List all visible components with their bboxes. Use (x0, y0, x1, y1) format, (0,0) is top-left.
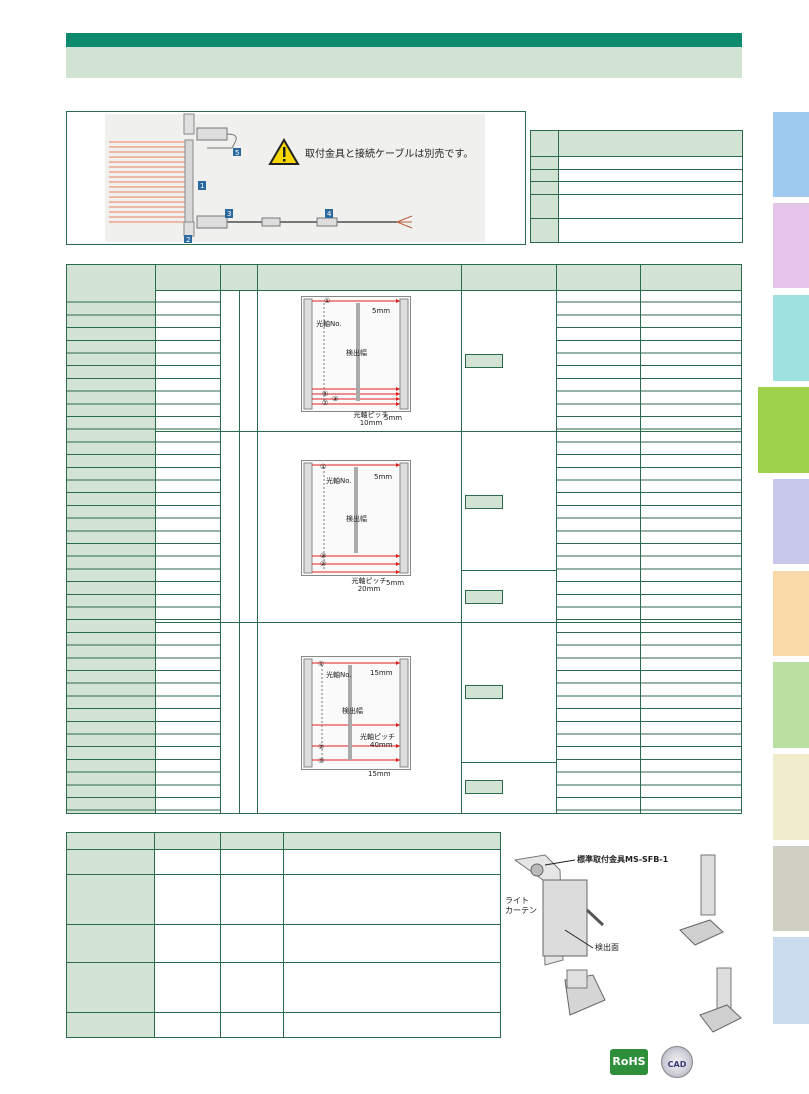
marker-2: ② (320, 560, 326, 568)
side-tab-2[interactable] (773, 203, 809, 288)
beam-diagram-20mm: ① ③ ② 光軸No. 検出幅 5mm (301, 460, 411, 576)
rohs-text: RoHS (612, 1055, 646, 1068)
group-badge-4 (465, 685, 503, 699)
bracket-illustration: 標準取付金具MS-SFB-1 ライト カーテン 検出面 (505, 850, 745, 1040)
top-gap-label: 15mm (370, 669, 393, 677)
accessory-table (66, 832, 501, 1038)
bottom-gap-label: 5mm (386, 579, 405, 587)
bracket-label: 標準取付金具MS-SFB-1 (577, 855, 669, 864)
beam-no-label: 光軸No. (326, 670, 352, 679)
side-tab-1[interactable] (773, 112, 809, 197)
light-curtain-line-2: カーテン (505, 906, 537, 915)
marker-1: ① (320, 463, 326, 471)
marker-2: ② (322, 399, 328, 407)
title-bar (66, 33, 742, 47)
rohs-logo: RoHS (610, 1049, 648, 1075)
side-tab-7[interactable] (773, 662, 809, 748)
side-tab-5[interactable] (773, 479, 809, 564)
callout-5 (233, 148, 241, 156)
marker-1: ① (318, 660, 324, 668)
group-badge-1 (465, 354, 503, 368)
marker-1: ① (324, 297, 330, 305)
callout-4 (325, 209, 333, 218)
detect-width-label: 検出幅 (346, 348, 367, 357)
side-tab-10[interactable] (773, 937, 809, 1024)
callout-3 (225, 209, 233, 218)
marker-2: ② (318, 743, 324, 751)
model-table (66, 264, 742, 814)
marker-4: ④ (322, 390, 328, 398)
callout-2 (184, 235, 192, 243)
marker-3: ③ (320, 552, 326, 560)
pitch-label: 光軸ピッチ (351, 577, 387, 585)
group-badge-3 (465, 590, 503, 604)
pitch-label: 光軸ピッチ (360, 732, 395, 741)
side-tab-9[interactable] (773, 846, 809, 931)
cad-logo[interactable]: CAD (661, 1046, 693, 1078)
callout-2-label: 2 (186, 236, 190, 244)
system-overview-illustration: 5 1 3 4 2 取付金具と接続ケーブルは別売です。 (105, 113, 485, 244)
top-gap-label: 5mm (374, 473, 392, 481)
callout-1 (198, 181, 206, 190)
cad-text: CAD (667, 1060, 687, 1069)
bottom-gap-label: 5mm (384, 414, 403, 422)
warning-text: 取付金具と接続ケーブルは別売です。 (305, 147, 473, 160)
detect-width-label: 検出幅 (346, 514, 367, 523)
pitch-caption-1: 光軸ピッチ 10mm (345, 411, 397, 427)
beam-lines (109, 141, 187, 223)
side-tab-4-active[interactable] (758, 387, 809, 473)
side-tab-8[interactable] (773, 754, 809, 840)
pitch-value: 10mm (359, 419, 383, 427)
pitch-value: 20mm (357, 585, 381, 593)
beam-diagram-10mm: ① ② ③ ④ 光軸No. 検出幅 5mm (301, 296, 411, 412)
pitch-value: 40mm (370, 741, 393, 749)
pitch-caption-2: 光軸ピッチ 20mm (345, 577, 393, 593)
callout-3-label: 3 (227, 210, 231, 218)
system-overview-panel: 5 1 3 4 2 取付金具と接続ケーブルは別売です。 (66, 111, 526, 245)
parts-table (530, 130, 743, 244)
group-badge-5 (465, 780, 503, 794)
bottom-gap-label: 15mm (368, 770, 391, 778)
side-tab-6[interactable] (773, 571, 809, 656)
beam-no-label: 光軸No. (326, 476, 352, 485)
subtitle-bar (66, 47, 742, 78)
marker-3: ③ (318, 757, 324, 765)
beam-no-label: 光軸No. (316, 319, 342, 328)
warning-icon (268, 138, 300, 165)
callout-4-label: 4 (327, 210, 332, 218)
callout-5-label: 5 (235, 149, 239, 157)
pitch-label: 光軸ピッチ (353, 411, 389, 419)
model-table-header (67, 265, 741, 291)
side-tab-3[interactable] (773, 295, 809, 381)
marker-3: ③ (332, 395, 338, 403)
detect-width-label: 検出幅 (342, 706, 363, 715)
top-gap-label: 5mm (372, 307, 390, 315)
callout-1-label: 1 (200, 182, 204, 190)
group-badge-2 (465, 495, 503, 509)
light-curtain-line-1: ライト (505, 896, 529, 905)
beam-diagram-40mm: ① ② ③ 光軸No. 検出幅 15mm 光軸ピッチ 40mm (301, 656, 411, 770)
detect-face-label: 検出面 (595, 943, 619, 952)
light-curtain-label: ライト カーテン (505, 896, 537, 916)
